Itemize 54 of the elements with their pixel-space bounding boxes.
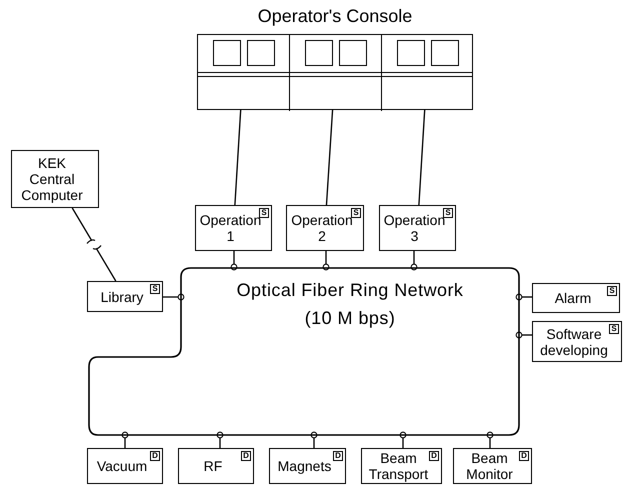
connector-line [326,110,334,206]
console-title: Operator's Console [258,5,412,28]
system-box [178,448,254,484]
system-label: Beam Monitor [465,450,514,482]
system-label: Magnets [278,458,332,474]
system-label: RF [204,458,222,474]
system-label: Library [100,288,144,304]
system-box [269,448,346,484]
type-badge: S [607,286,617,296]
system-box [361,448,442,484]
system-label: Operation 3 [382,212,446,244]
system-label: Operation 1 [198,212,262,244]
system-label: Operation 2 [290,212,354,244]
system-box [87,448,163,484]
network-speed: (10 M bps) [304,307,396,329]
system-label: Alarm [554,290,592,306]
system-label: KEK Central Computer [20,155,84,203]
connector-line [516,294,532,300]
type-badge: S [351,208,361,218]
type-badge: D [429,451,439,461]
system-box [453,448,532,484]
connector-line [72,208,116,282]
connector-line [516,332,532,338]
system-label: Vacuum [96,458,148,474]
connector-line [216,432,224,448]
type-badge: S [150,284,160,294]
connector-line [230,251,238,270]
connector-line [410,251,418,270]
system-box [532,283,620,313]
system-box [11,150,99,208]
connector-line [400,432,406,448]
connector-line [234,110,242,206]
type-badge: S [443,208,453,218]
connector-line [310,432,318,448]
connector-line [486,432,494,448]
system-box [379,205,456,251]
network-title: Optical Fiber Ring Network [236,279,464,301]
system-label: Beam Transport [368,450,430,482]
type-badge: D [150,451,160,461]
connector-line [418,110,426,206]
system-label: Software developing [539,326,609,358]
connector-line [163,294,184,300]
type-badge: D [241,451,251,461]
system-box [286,205,364,251]
type-badge: S [259,208,269,218]
type-badge: S [609,324,619,334]
type-badge: D [333,451,343,461]
system-box [87,281,163,312]
ring-network [88,267,520,436]
connector-line [122,432,128,448]
system-box [532,321,622,362]
type-badge: D [519,451,529,461]
connector-line [322,251,330,270]
system-box [195,205,272,251]
